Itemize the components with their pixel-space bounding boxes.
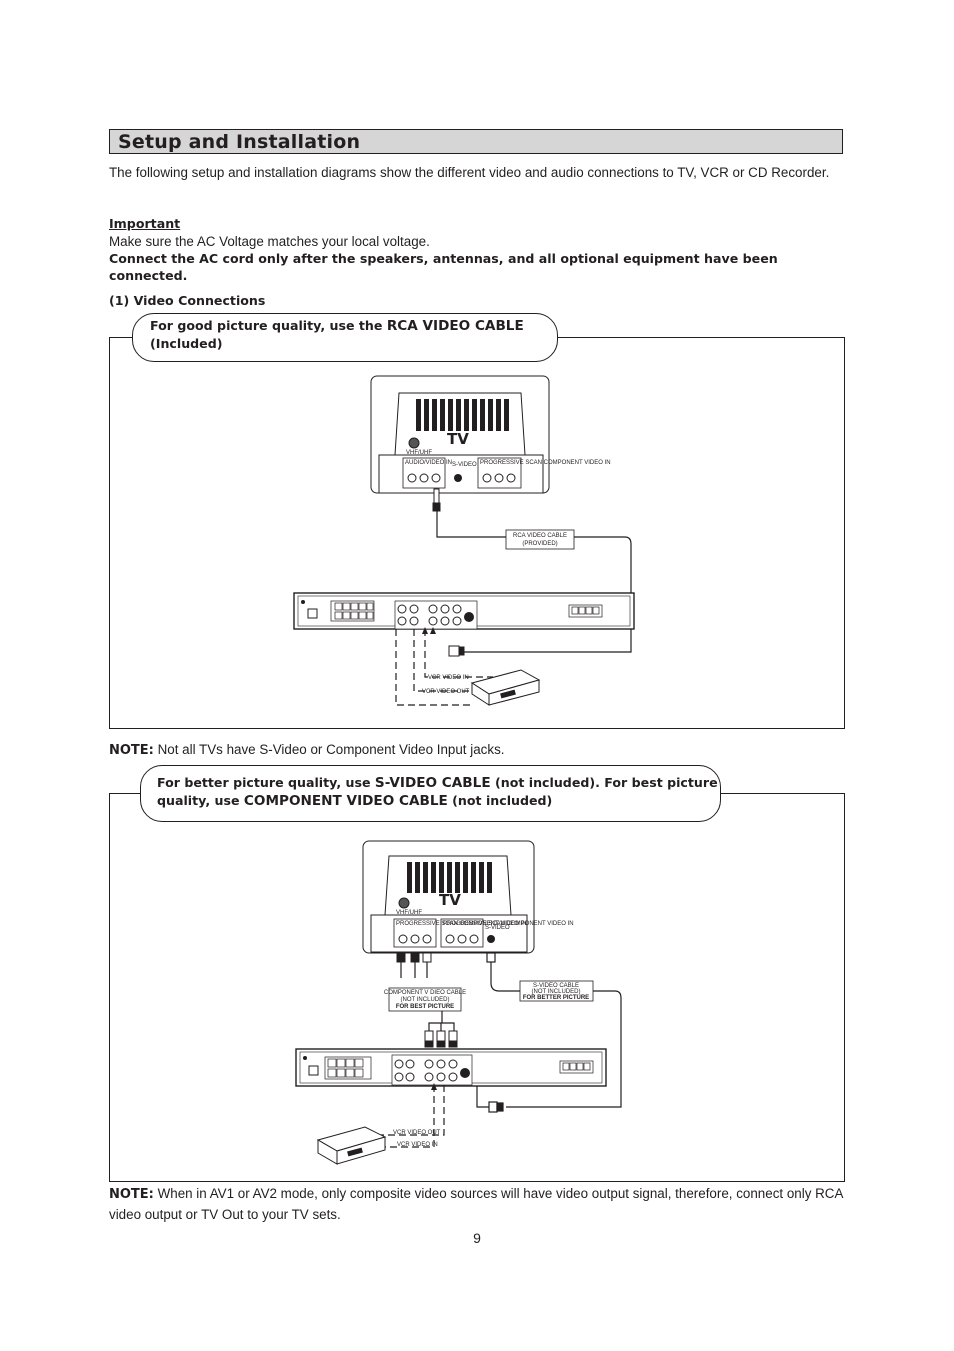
- important-ac-cord-warning: Connect the AC cord only after the speak…: [109, 251, 778, 283]
- callout-rca-included: (Included): [150, 336, 223, 351]
- tv2-label: TV: [439, 891, 461, 909]
- receiver-rear-panel-2: [295, 1048, 607, 1087]
- callout2-l2-post: (not included): [447, 793, 553, 808]
- tv-rear-panel: VHF/UHF TV AUDIO/VIDEO IN S-VIDEO PROGRE…: [370, 375, 611, 494]
- important-voltage-line: Make sure the AC Voltage matches your lo…: [109, 234, 430, 249]
- component-label-line3: FOR BEST PICTURE: [396, 1004, 454, 1010]
- diagram-svideo-component-connection: VHF/UHF TV PROGRESSIVE SCAN COMPONENT VI…: [295, 840, 622, 1165]
- note1-text: Not all TVs have S-Video or Component Vi…: [153, 742, 505, 757]
- intro-paragraph: The following setup and installation dia…: [109, 165, 830, 180]
- component-cable-tv-plugs: [396, 952, 432, 978]
- vcr2-video-out-label: VCR VIDEO OUT: [393, 1130, 441, 1136]
- section-header: Setup and Installation: [109, 129, 843, 154]
- receiver-rear-panel: [293, 592, 635, 630]
- vcr2-video-in-label: VCR VIDEO IN: [397, 1142, 438, 1148]
- callout-rca-cable: For good picture quality, use the RCA VI…: [132, 313, 558, 362]
- vcr-video-cables-2: [371, 1085, 445, 1148]
- svideo-label-line3: FOR BETTER PICTURE: [523, 995, 589, 1001]
- tv-antenna-label: VHF/UHF: [406, 450, 432, 456]
- callout-rca-emphasis: RCA VIDEO CABLE: [386, 318, 524, 334]
- callout2-l1-pre: For better picture quality, use: [157, 775, 375, 790]
- rca-cable-label-line2: (PROVIDED): [522, 541, 557, 547]
- video-connections-heading: (1) Video Connections: [109, 293, 266, 308]
- component-cable: [428, 1011, 455, 1031]
- important-heading: Important: [109, 216, 181, 231]
- svideo-cable-label: S-VIDEO CABLE (NOT INCLUDED) FOR BETTER …: [519, 980, 594, 1002]
- callout-svideo-component: For better picture quality, use S-VIDEO …: [140, 765, 721, 822]
- vcr-video-cables: [395, 629, 493, 706]
- tv-jack-group-svideo: S-VIDEO: [452, 462, 477, 468]
- vcr-device-2: [316, 1126, 387, 1165]
- svideo-label-line1: S-VIDEO CABLE: [533, 983, 579, 989]
- section-title: Setup and Installation: [118, 131, 361, 153]
- component-label-line1: COMPONENT V DIEO CABLE: [384, 990, 466, 996]
- vcr-video-out-label: VCR VIDEO OUT: [422, 689, 470, 695]
- callout2-component-emphasis: COMPONENT VIDEO CABLE: [243, 793, 448, 809]
- rca-cable-label: RCA VIDEO CABLE (PROVIDED): [505, 529, 575, 550]
- note2-text: When in AV1 or AV2 mode, only composite …: [109, 1186, 843, 1222]
- component-label-line2: (NOT INCLUDED): [401, 997, 450, 1003]
- note-av-mode: NOTE: When in AV1 or AV2 mode, only comp…: [109, 1184, 849, 1225]
- note2-label: NOTE:: [109, 1187, 154, 1202]
- tv2-jack-group-2: PROGRESSIVE SCAN COMPONENT VIDEO IN: [443, 921, 574, 927]
- vcr-device: [470, 669, 541, 706]
- tv2-antenna-label: VHF/UHF: [396, 910, 422, 916]
- vcr-video-in-label: VCR VIDEO IN: [428, 675, 469, 681]
- svideo-cable: [476, 952, 622, 1113]
- diagram-rca-connection: VHF/UHF TV AUDIO/VIDEO IN S-VIDEO PROGRE…: [293, 375, 635, 706]
- callout-rca-text: For good picture quality, use the: [150, 318, 387, 333]
- tv-jack-group-component: PROGRESSIVE SCAN COMPONENT VIDEO IN: [480, 460, 611, 466]
- callout2-l2-pre: quality, use: [157, 793, 244, 808]
- page-number: 9: [473, 1230, 481, 1246]
- tv-jack-group-av: AUDIO/VIDEO IN: [405, 460, 452, 466]
- tv-label: TV: [447, 430, 469, 448]
- component-cable-label: COMPONENT V DIEO CABLE (NOT INCLUDED) FO…: [384, 987, 466, 1012]
- svideo-label-line2: (NOT INCLUDED): [532, 989, 581, 995]
- rca-cable-label-line1: RCA VIDEO CABLE: [513, 533, 567, 539]
- callout2-l1-post: (not included). For best picture: [490, 775, 718, 790]
- callout2-svideo-emphasis: S-VIDEO CABLE: [374, 775, 491, 791]
- tv2-jack-group-1: PROGRESSIVE SCAN COMPONENT VIDEO IN: [396, 921, 527, 927]
- note-svideo-availability: NOTE: Not all TVs have S-Video or Compon…: [109, 741, 844, 759]
- tv2-jack-group-svideo: S-VIDEO: [485, 925, 510, 931]
- rca-video-cable: [432, 488, 632, 657]
- component-cable-receiver-plugs: [424, 1030, 458, 1048]
- tv-rear-panel-2: VHF/UHF TV PROGRESSIVE SCAN COMPONENT VI…: [362, 840, 574, 954]
- note1-label: NOTE:: [109, 743, 154, 758]
